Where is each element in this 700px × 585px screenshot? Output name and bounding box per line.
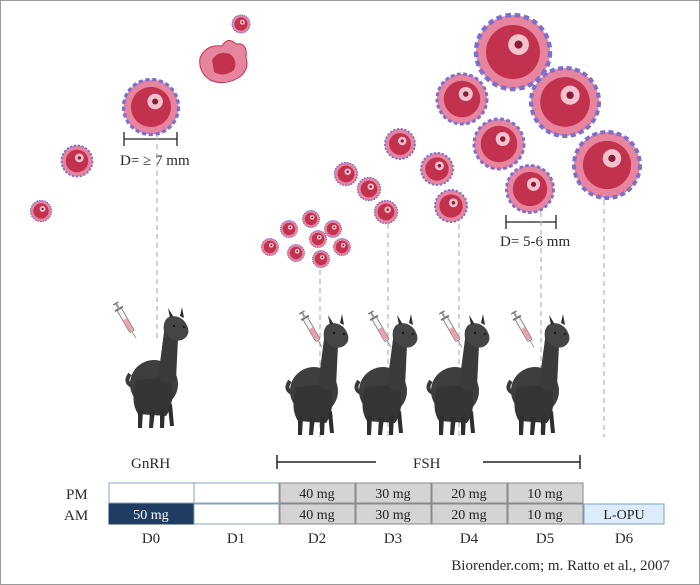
follicle-cluster-d2 (260, 209, 352, 269)
am-dose-d4: 20 mg (451, 508, 486, 523)
fsh-label: FSH (413, 456, 441, 472)
am-dose-d2: 40 mg (299, 508, 334, 523)
diameter-marker-fsh (505, 215, 557, 229)
follicle-icon (356, 176, 382, 202)
day-labels: D0 D1 D2 D3 D4 D5 D6 (142, 531, 634, 547)
am-cell-d1 (193, 503, 280, 525)
follicle-icon (286, 243, 306, 263)
alpaca-icon (285, 312, 351, 437)
syringe-icon (366, 309, 396, 351)
day-label: D6 (615, 531, 634, 547)
follicle-icon (279, 219, 299, 239)
day-label: D3 (384, 531, 402, 547)
follicle-icon (323, 219, 343, 239)
am-cell-d4 (431, 503, 508, 525)
day-label: D0 (142, 531, 160, 547)
day-label: D4 (460, 531, 479, 547)
fsh-bracket (276, 455, 581, 469)
follicle-icon (311, 249, 331, 269)
follicle-icon (384, 128, 416, 160)
day-label: D5 (536, 531, 554, 547)
am-cell-d2 (279, 503, 356, 525)
follicle-icon (231, 14, 251, 34)
syringe-icon (437, 309, 467, 351)
follicle-icon (531, 68, 599, 136)
follicle-icon (420, 152, 454, 186)
pm-cell-d1 (193, 482, 280, 504)
follicle-icon (301, 209, 321, 229)
pm-dose-d4: 20 mg (451, 487, 486, 502)
gnrh-label: GnRH (131, 456, 170, 472)
pm-row-label: PM (66, 487, 88, 503)
am-dose-d3: 30 mg (375, 508, 410, 523)
am-dose-d6: L-OPU (603, 508, 644, 523)
am-dose-d5: 10 mg (527, 508, 562, 523)
follicle-icon (29, 199, 53, 223)
day-label: D1 (227, 531, 245, 547)
alpaca-icon (506, 312, 572, 437)
pm-row: 40 mg 30 mg 20 mg 10 mg (108, 482, 584, 504)
follicle-icon (435, 72, 489, 126)
follicle-icon (333, 161, 359, 187)
follicle-cluster-d3 (333, 161, 399, 225)
am-cell-d3 (355, 503, 432, 525)
am-row-label: AM (64, 508, 88, 524)
alpaca-icon (354, 312, 420, 437)
follicle-icon (260, 237, 280, 257)
gnrh-diameter-label: D= ≥ 7 mm (120, 153, 190, 169)
day-label: D2 (308, 531, 326, 547)
diameter-marker-gnrh (123, 132, 178, 146)
follicle-icon (572, 130, 642, 200)
follicle-icon (472, 117, 526, 171)
am-row: 50 mg 40 mg 30 mg 20 mg 10 mg L-OPU (108, 503, 665, 525)
follicle-icon (121, 77, 181, 137)
alpaca-group (111, 300, 572, 437)
pm-cell-d3 (355, 482, 432, 504)
am-dose-d0: 50 mg (133, 508, 168, 523)
follicle-icon (308, 229, 328, 249)
pm-dose-d5: 10 mg (527, 487, 562, 502)
am-cell-d6 (583, 503, 665, 525)
syringe-icon (111, 300, 141, 342)
follicle-icon (434, 189, 468, 223)
pm-dose-d2: 40 mg (299, 487, 334, 502)
follicle-icon (332, 237, 352, 257)
syringe-icon (509, 309, 539, 351)
credit-text: Biorender.com; m. Ratto et al., 2007 (451, 558, 670, 574)
pm-cell-d5 (507, 482, 584, 504)
follicle-icon (60, 144, 94, 178)
pm-cell-d2 (279, 482, 356, 504)
gnrh-follicle-growth: D= ≥ 7 mm (29, 14, 251, 340)
pm-cell-d0 (108, 482, 195, 504)
am-cell-d5 (507, 503, 584, 525)
follicle-cluster-d4 (384, 128, 468, 223)
fsh-diameter-label: D= 5-6 mm (500, 234, 570, 250)
follicle-icon (373, 199, 399, 225)
alpaca-icon (125, 305, 191, 430)
pm-dose-d3: 30 mg (375, 487, 410, 502)
pm-cell-d4 (431, 482, 508, 504)
follicle-cluster-d6 (476, 15, 642, 200)
corpus-luteum-icon (199, 40, 248, 84)
follicle-icon (505, 164, 555, 214)
syringe-icon (297, 309, 327, 351)
